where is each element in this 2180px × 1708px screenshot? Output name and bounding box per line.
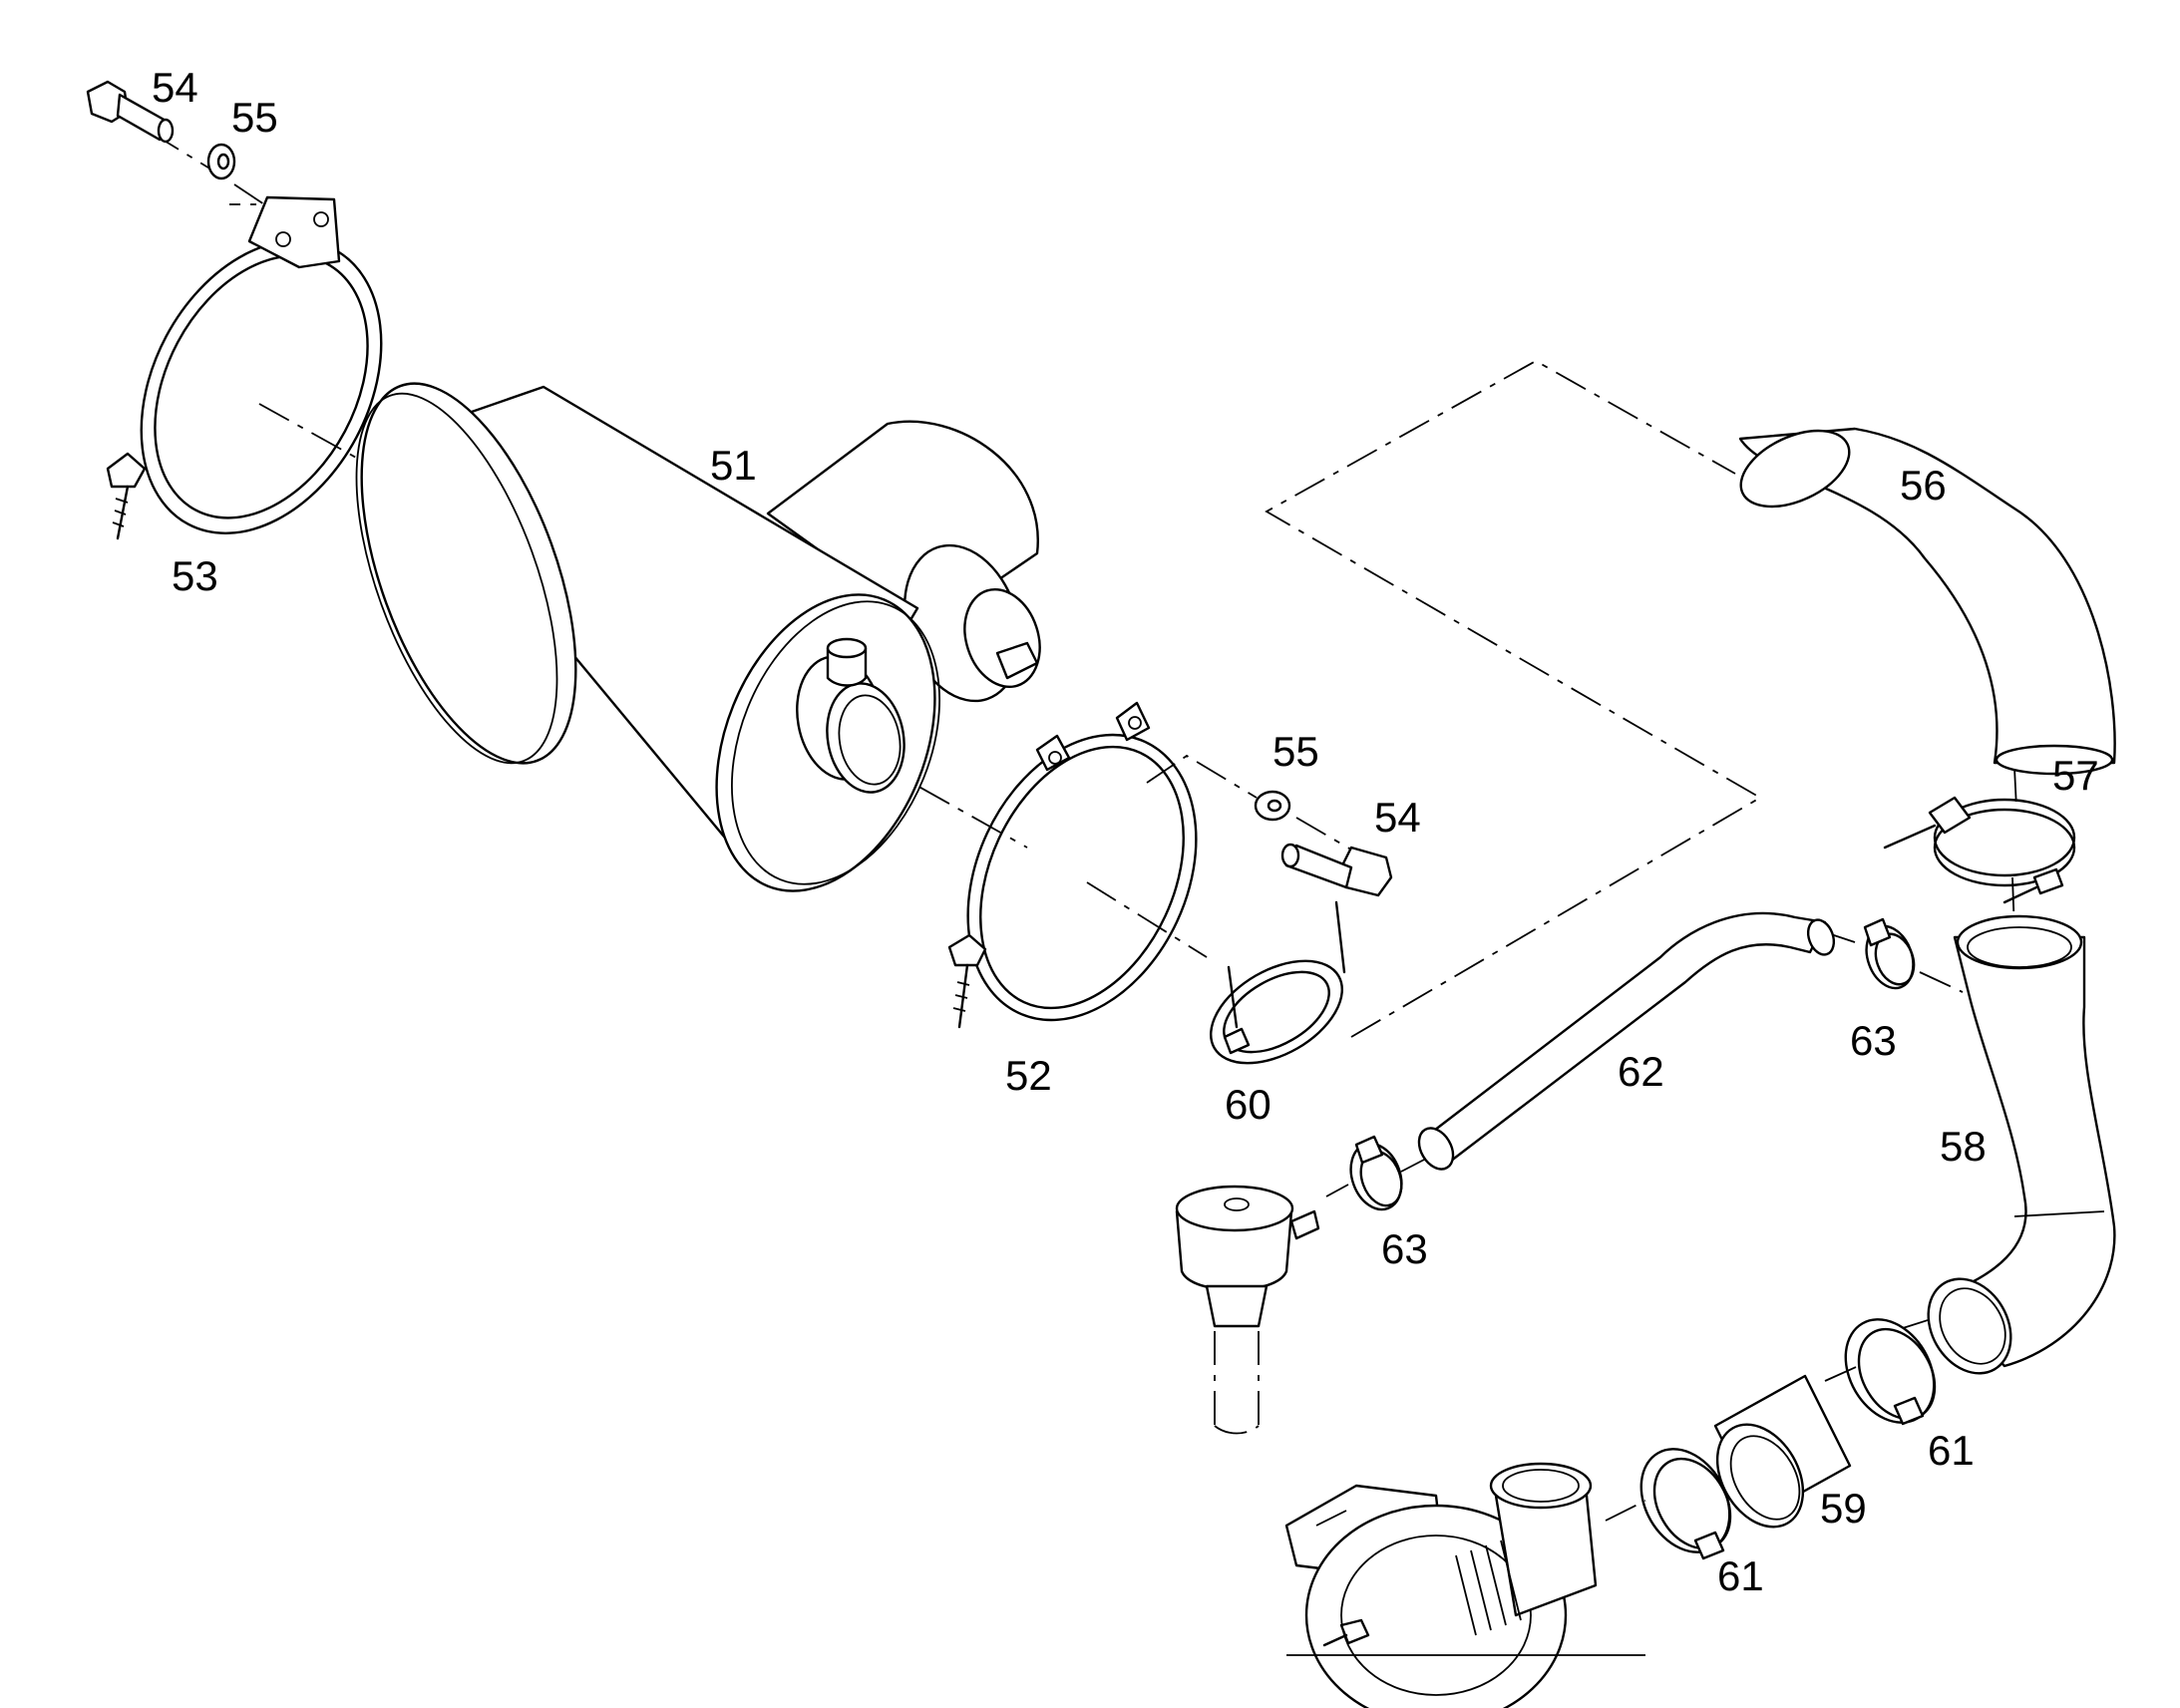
turbocharger <box>1284 1462 1645 1708</box>
callout-58: 58 <box>1940 1123 1987 1170</box>
callout-54-top: 54 <box>152 64 198 111</box>
hose-clamp-63-right <box>1863 917 1916 990</box>
callout-53: 53 <box>172 552 218 599</box>
bolt-54-middle <box>1280 843 1393 897</box>
callout-55-top: 55 <box>231 94 278 141</box>
strap-clamp-52 <box>947 701 1198 1029</box>
callout-57: 57 <box>2052 752 2099 799</box>
callout-54-middle: 54 <box>1374 794 1421 841</box>
callout-56: 56 <box>1900 462 1947 509</box>
washer-55-middle <box>1254 790 1291 822</box>
callout-62: 62 <box>1618 1048 1664 1095</box>
hose-56 <box>1738 427 2116 776</box>
washer-55-top <box>206 143 236 180</box>
callout-60: 60 <box>1225 1081 1272 1128</box>
hose-clamp-60 <box>1210 900 1346 1065</box>
pipe-58 <box>1927 914 2116 1375</box>
air-filter-51 <box>355 382 1041 892</box>
callout-63-right: 63 <box>1850 1017 1897 1064</box>
bolt-54-top <box>86 80 175 144</box>
callout-51: 51 <box>710 442 757 489</box>
callout-55-middle: 55 <box>1272 728 1319 775</box>
callout-61-right: 61 <box>1928 1427 1975 1474</box>
callout-61-left: 61 <box>1717 1552 1764 1599</box>
callout-63-left: 63 <box>1381 1225 1428 1272</box>
callout-labels: 54 55 53 51 56 55 54 57 52 60 62 63 63 5… <box>152 64 2099 1599</box>
breather-valve <box>1175 1185 1320 1435</box>
callout-59: 59 <box>1820 1485 1867 1532</box>
clamp-61-left <box>1639 1448 1732 1560</box>
strap-clamp-53 <box>106 195 383 540</box>
callout-52: 52 <box>1005 1052 1052 1099</box>
clamp-61-right <box>1844 1318 1937 1426</box>
hose-clamp-63-left <box>1349 1135 1403 1211</box>
sleeve-59 <box>1713 1374 1852 1529</box>
assembly-lines <box>149 131 2017 1522</box>
vband-clamp-57 <box>1883 796 2076 904</box>
hose-62 <box>1417 911 1836 1171</box>
